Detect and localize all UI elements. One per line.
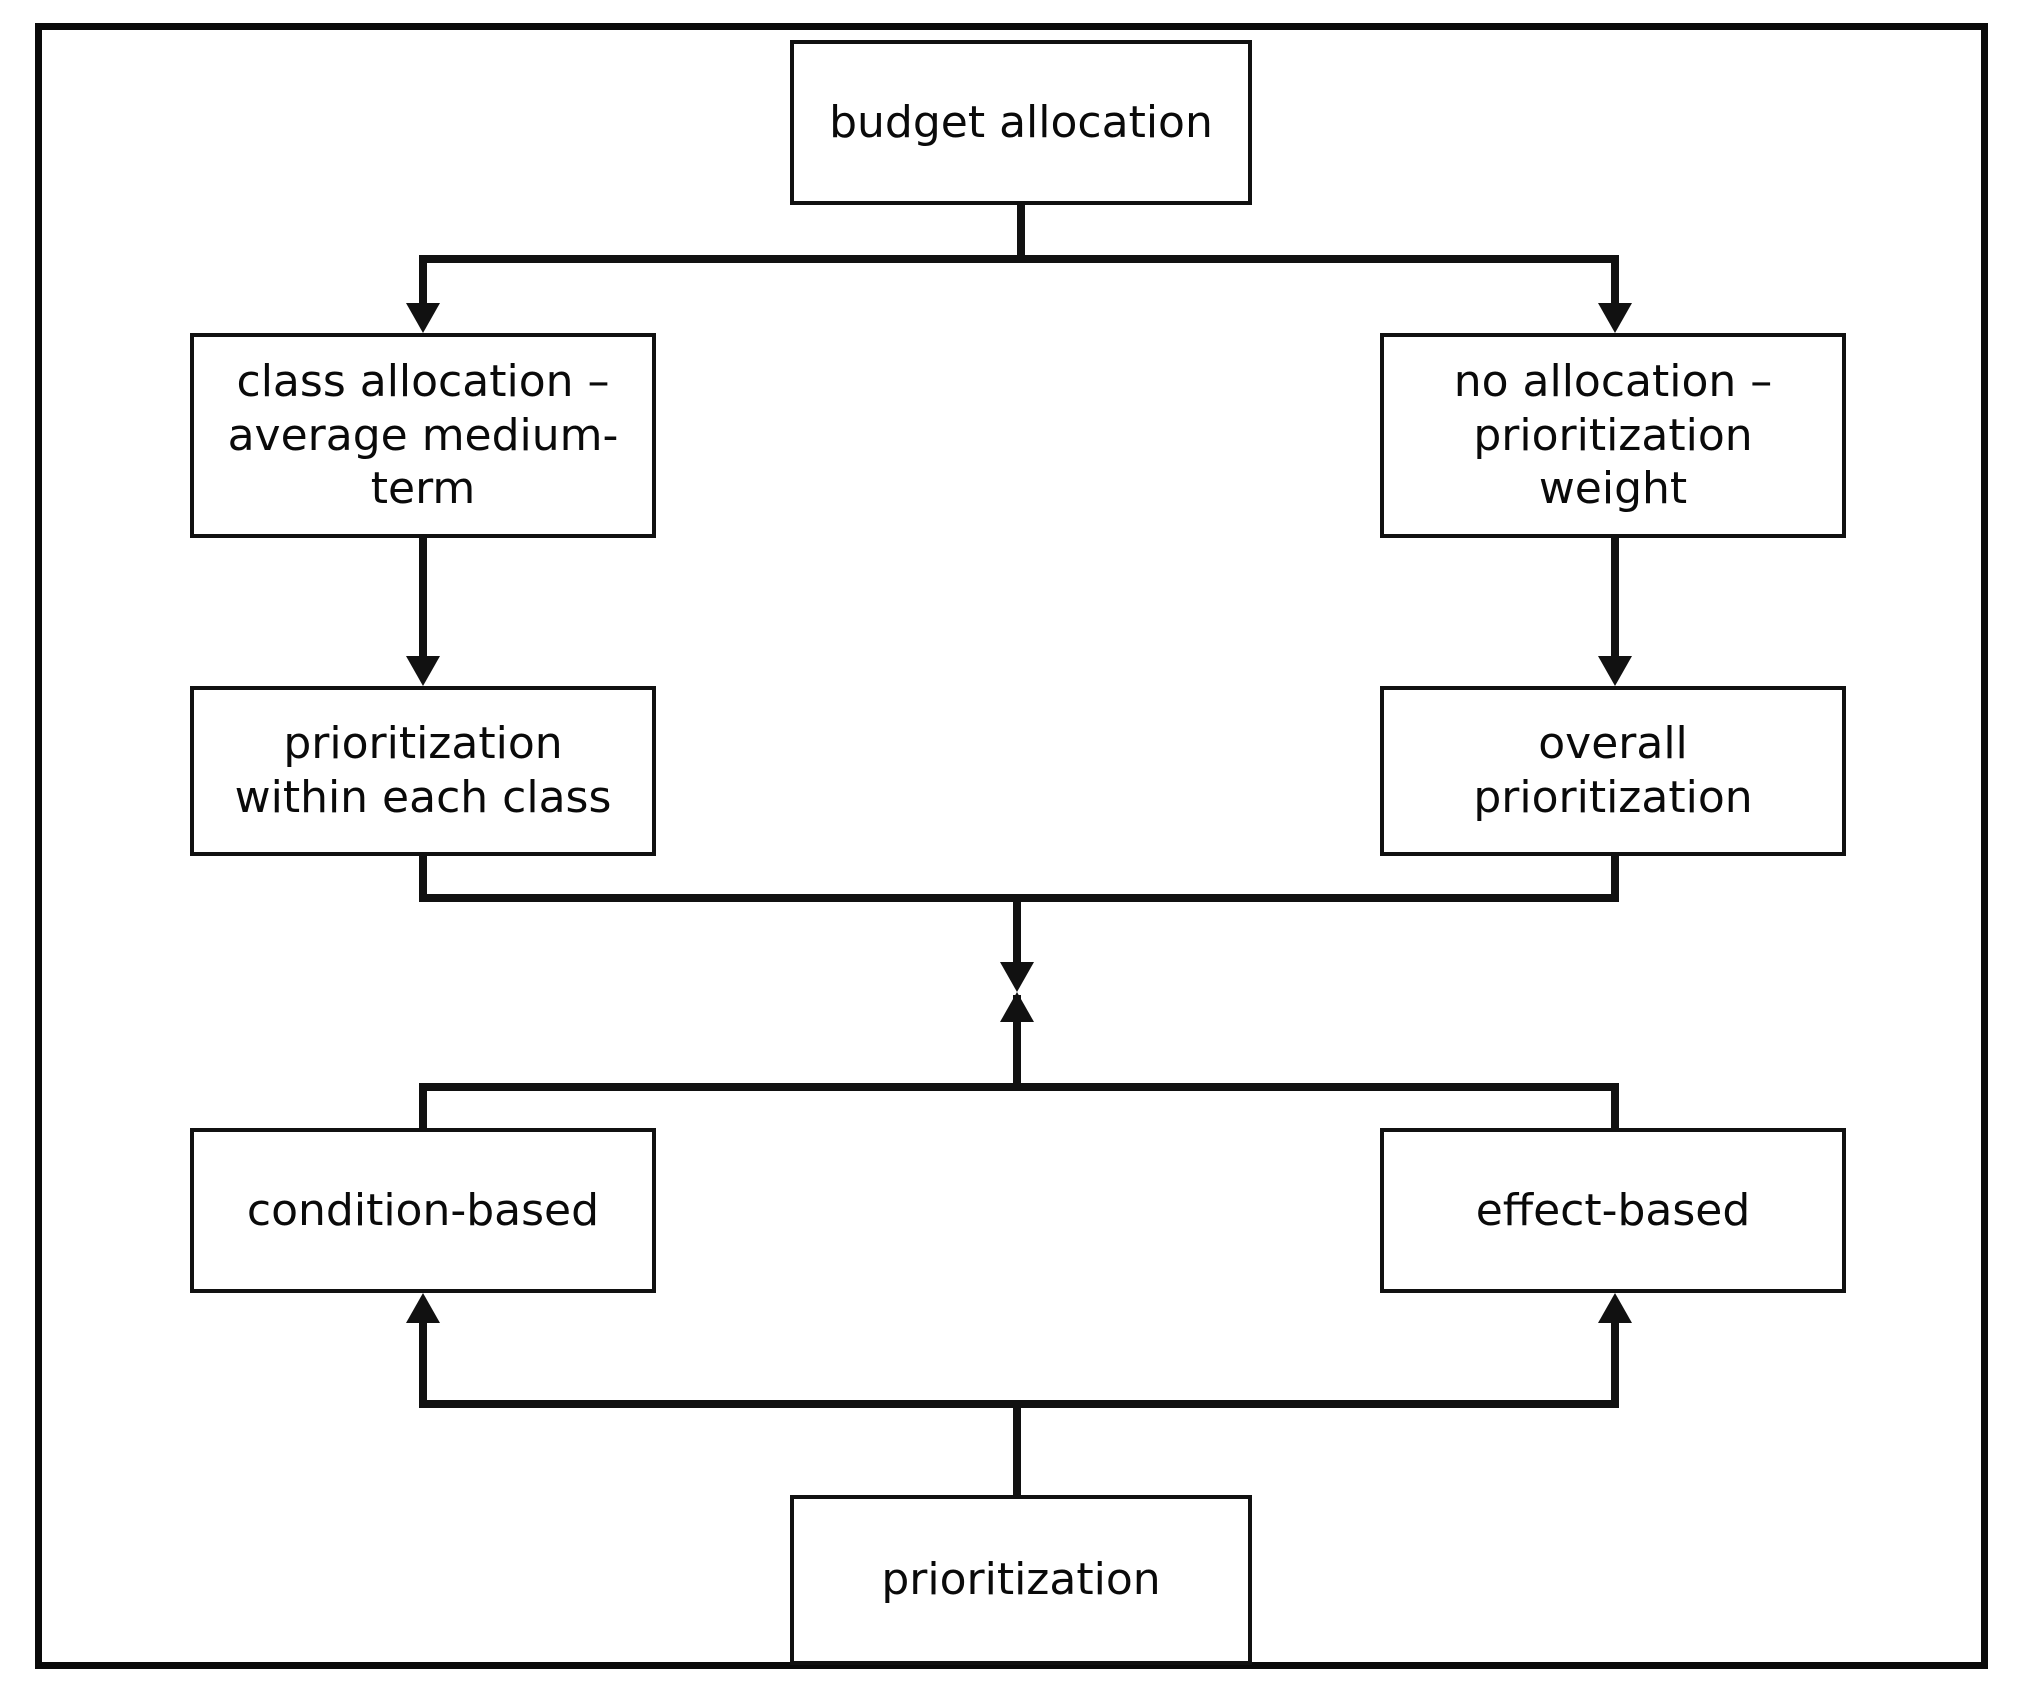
- connector-priowithin-down: [419, 856, 427, 902]
- connector-top-bus-right-drop: [1611, 255, 1619, 305]
- node-prioritization-within-each-class[interactable]: prioritization within each class: [190, 686, 656, 856]
- node-budget-allocation-label: budget allocation: [829, 96, 1213, 148]
- connector-noalloc-to-overall: [1611, 538, 1619, 656]
- connector-lower-merge-bus: [419, 1083, 1619, 1091]
- node-no-allocation-line-3: weight: [1538, 463, 1688, 515]
- node-prioritization-within-each-class-label: prioritization within each class: [204, 717, 642, 824]
- node-class-allocation-line-3: term: [370, 463, 476, 515]
- node-condition-based[interactable]: condition-based: [190, 1128, 656, 1293]
- connector-class-to-priowithin: [419, 538, 427, 656]
- arrowhead-into-prioritization-within-class: [406, 656, 440, 686]
- connector-bus-to-condition-based: [419, 1083, 427, 1128]
- node-no-allocation[interactable]: no allocation – prioritization weight: [1380, 333, 1846, 538]
- arrowhead-into-effect-based: [1598, 1293, 1632, 1323]
- connector-budget-down-stem: [1017, 205, 1025, 263]
- arrowhead-into-overall-prioritization: [1598, 656, 1632, 686]
- connector-bottom-bus-right-rise: [1611, 1322, 1619, 1404]
- connector-bottom-bus: [419, 1400, 1619, 1408]
- node-effect-based[interactable]: effect-based: [1380, 1128, 1846, 1293]
- node-class-allocation-line-1: class allocation –: [236, 355, 610, 407]
- node-condition-based-label: condition-based: [246, 1184, 600, 1236]
- node-no-allocation-line-1: no allocation –: [1453, 355, 1773, 407]
- node-prioritization-within-each-class-line-2: within each class: [234, 772, 612, 823]
- node-overall-prioritization-label: overall prioritization: [1394, 717, 1832, 824]
- connector-overall-down: [1611, 856, 1619, 902]
- connector-top-bus: [419, 255, 1619, 263]
- connector-bottom-bus-left-rise: [419, 1322, 427, 1404]
- arrowhead-into-condition-based: [406, 1293, 440, 1323]
- node-overall-prioritization-line-2: prioritization: [1473, 772, 1753, 823]
- node-overall-prioritization-line-1: overall: [1538, 718, 1688, 770]
- arrowhead-centre-junction-up: [1000, 992, 1034, 1022]
- node-prioritization[interactable]: prioritization: [790, 1495, 1252, 1665]
- node-class-allocation-label: class allocation – average medium- term: [204, 355, 642, 516]
- arrowhead-centre-junction-down: [1000, 962, 1034, 992]
- node-class-allocation[interactable]: class allocation – average medium- term: [190, 333, 656, 538]
- arrowhead-into-class-allocation: [406, 303, 440, 333]
- node-budget-allocation[interactable]: budget allocation: [790, 40, 1252, 205]
- connector-bus-to-effect-based: [1611, 1083, 1619, 1128]
- node-no-allocation-line-2: prioritization: [1473, 409, 1753, 461]
- connector-top-bus-left-drop: [419, 255, 427, 305]
- node-class-allocation-line-2: average medium-: [227, 409, 619, 461]
- arrowhead-into-no-allocation: [1598, 303, 1632, 333]
- node-no-allocation-label: no allocation – prioritization weight: [1394, 355, 1832, 516]
- connector-prioritization-up-stem: [1013, 1400, 1021, 1495]
- connector-centre-down-stem: [1013, 894, 1021, 984]
- node-overall-prioritization[interactable]: overall prioritization: [1380, 686, 1846, 856]
- node-effect-based-label: effect-based: [1475, 1184, 1751, 1236]
- connector-centre-up-stem: [1013, 995, 1021, 1091]
- node-prioritization-label: prioritization: [881, 1554, 1161, 1606]
- node-prioritization-within-each-class-line-1: prioritization: [283, 718, 563, 770]
